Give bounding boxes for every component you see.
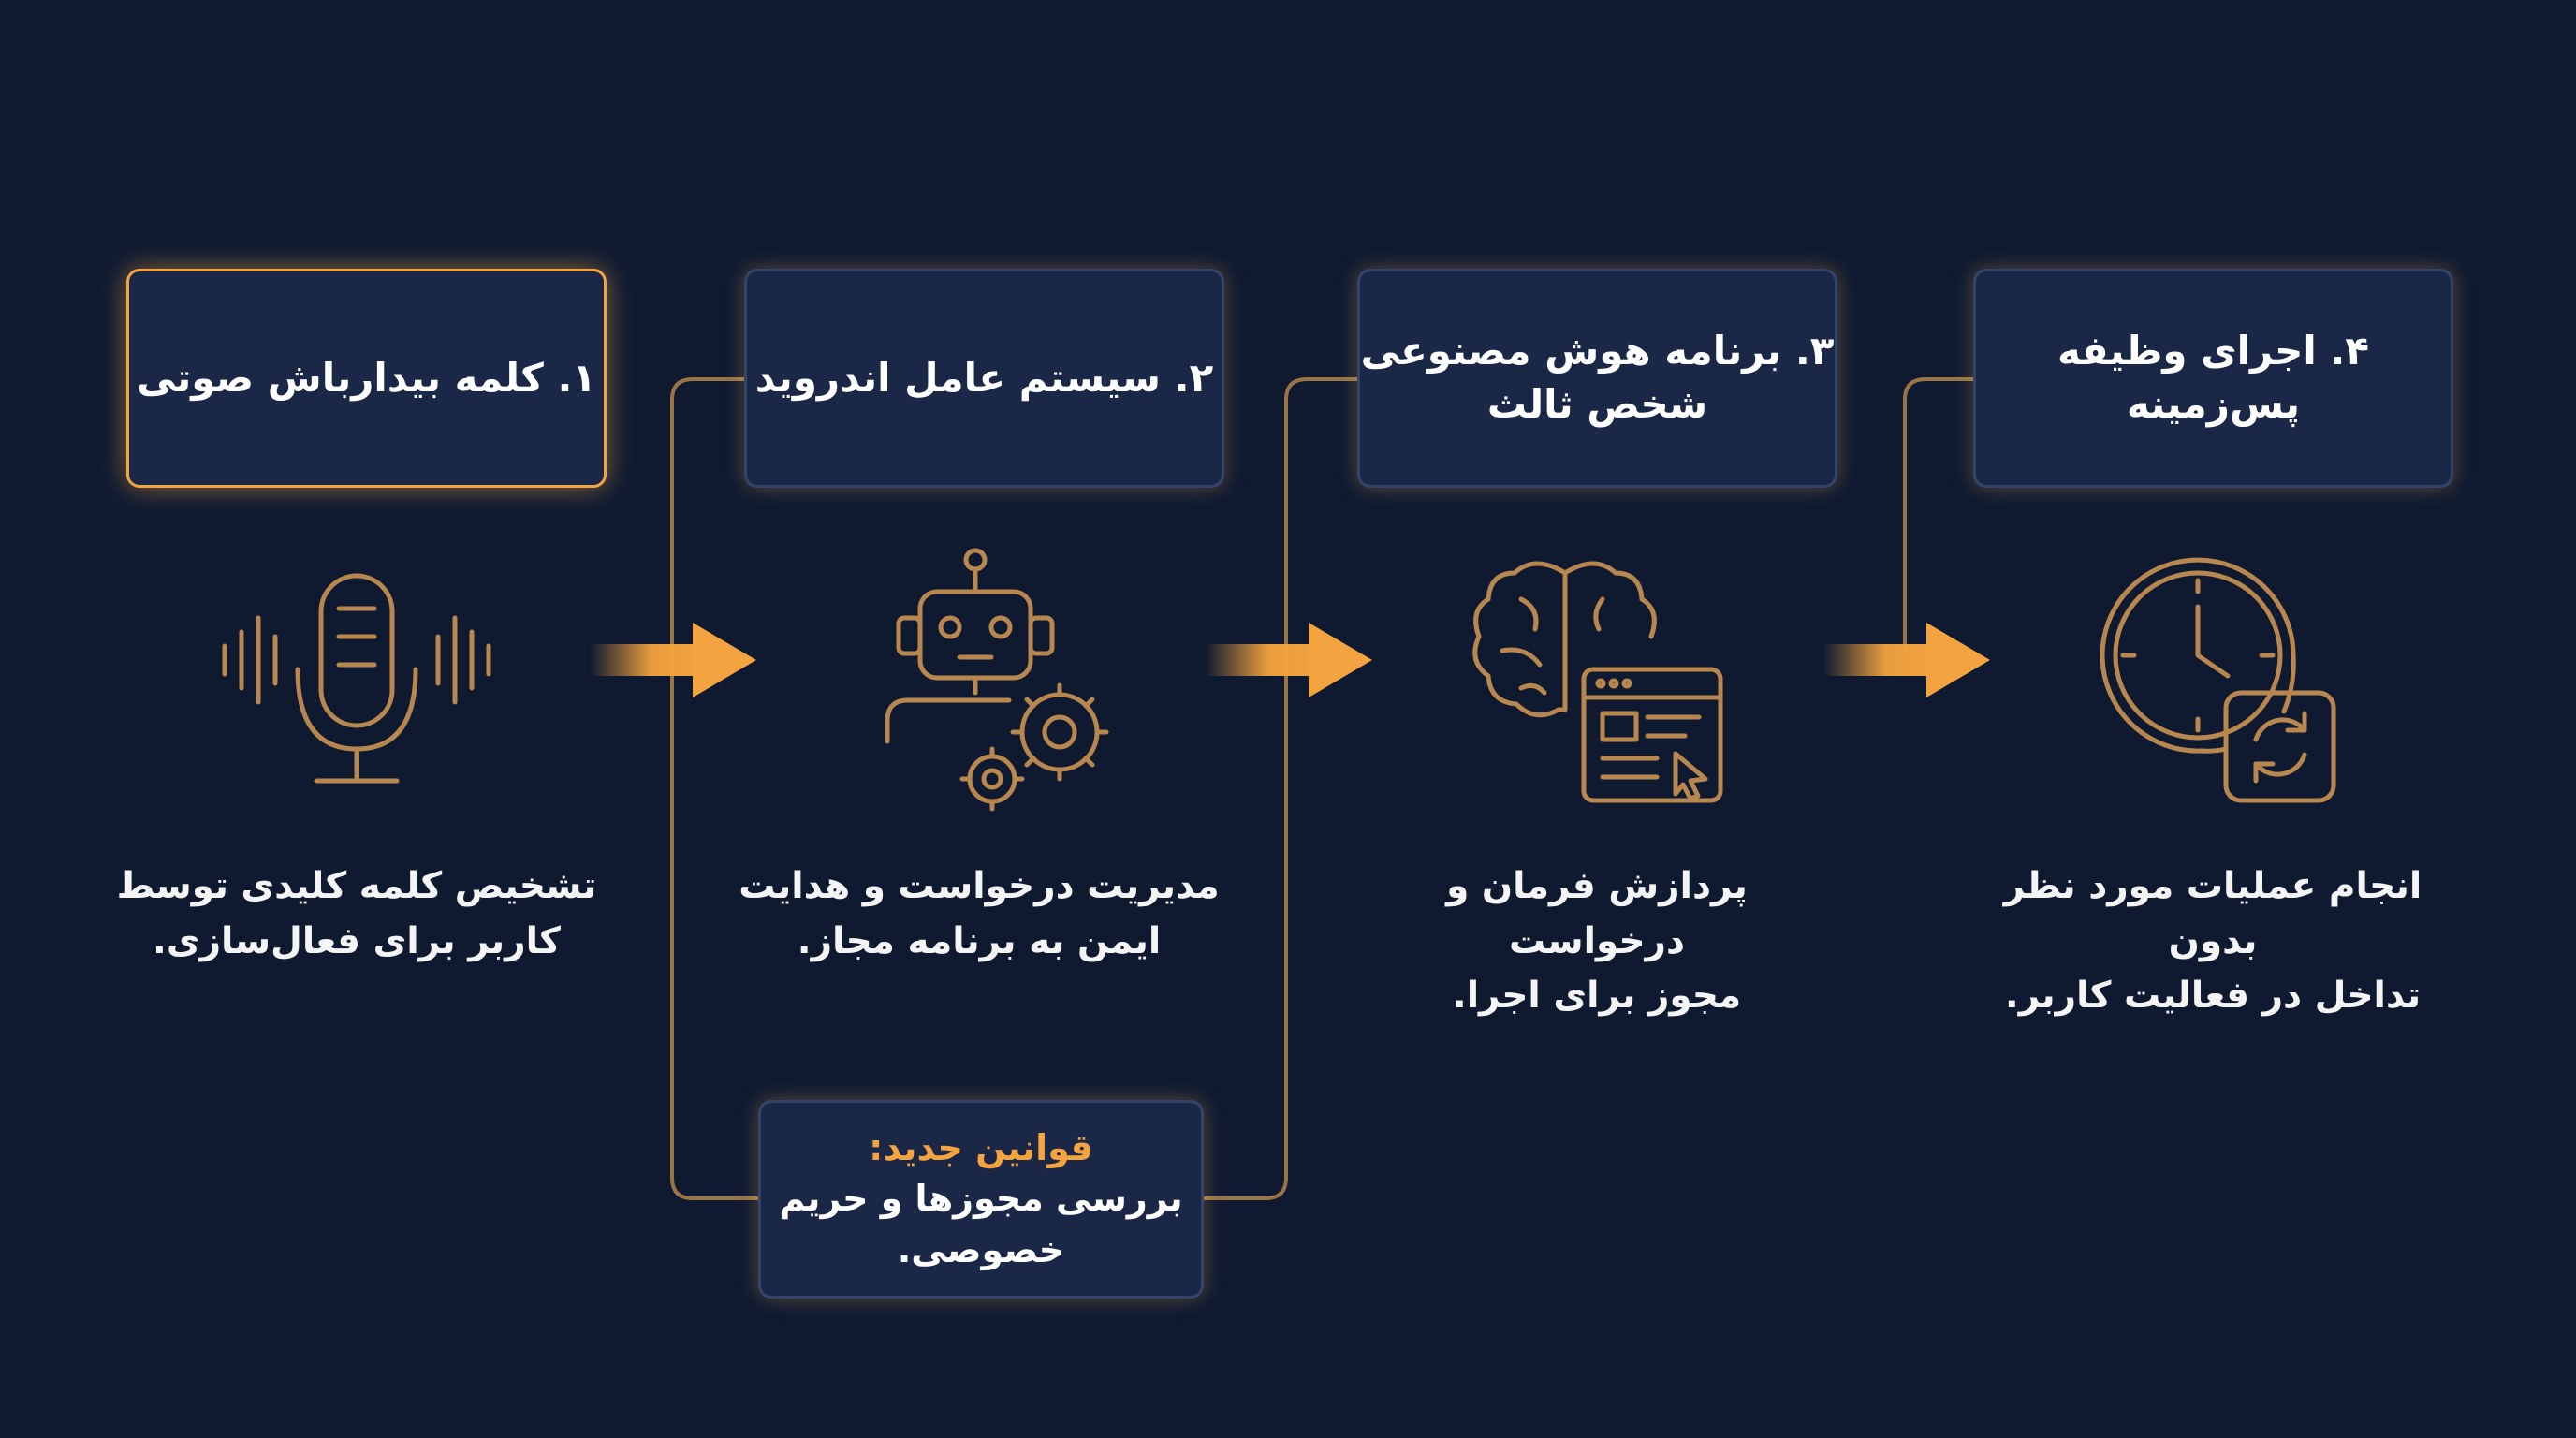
arrow-3-to-4 <box>1823 623 1990 697</box>
clock-sync-icon <box>2100 557 2336 803</box>
arrow-1-to-2 <box>590 623 756 697</box>
step-4-title: ۴. اجرای وظیفه پس‌زمینه <box>2056 328 2370 427</box>
arrow-2-to-3 <box>1206 623 1372 697</box>
robot-gear-icon <box>885 548 1109 812</box>
step-2-description: مدیریت درخواست و هدایت ایمن به برنامه مج… <box>739 865 1220 962</box>
step-1-title-box: ۱. کلمه بیدارباش صوتی <box>126 269 607 488</box>
step-3-title-box: ۳. برنامه هوش مصنوعی شخص ثالث <box>1357 269 1837 488</box>
step-4-description: انجام عملیات مورد نظر بدون تداخل در فعال… <box>2003 865 2422 1017</box>
step-2-title-box: ۲. سیستم عامل اندروید <box>744 269 1224 488</box>
new-rules-body: بررسی مجوزها و حریم خصوصی. <box>779 1178 1183 1271</box>
step-2-title: ۲. سیستم عامل اندروید <box>754 354 1214 401</box>
new-rules-box: قوانین جدید: بررسی مجوزها و حریم خصوصی. <box>758 1100 1204 1299</box>
step-3-title: ۳. برنامه هوش مصنوعی شخص ثالث <box>1360 328 1835 427</box>
connector-box2-to-rules <box>670 377 758 1200</box>
new-rules-title: قوانین جدید: <box>869 1127 1093 1168</box>
step-1-description: تشخیص کلمه کلیدی توسط کاربر برای فعال‌سا… <box>116 865 597 962</box>
microphone-icon <box>222 573 491 784</box>
step-1-title: ۱. کلمه بیدارباش صوتی <box>136 354 597 401</box>
step-3-description: پردازش فرمان و درخواست مجوز برای اجرا. <box>1446 865 1748 1017</box>
step-4-title-box: ۴. اجرای وظیفه پس‌زمینه <box>1973 269 2453 488</box>
connector-rules-to-box3 <box>1204 377 1357 1200</box>
connector-arrow3-to-box4 <box>1903 377 1973 655</box>
brain-app-icon <box>1472 561 1723 803</box>
